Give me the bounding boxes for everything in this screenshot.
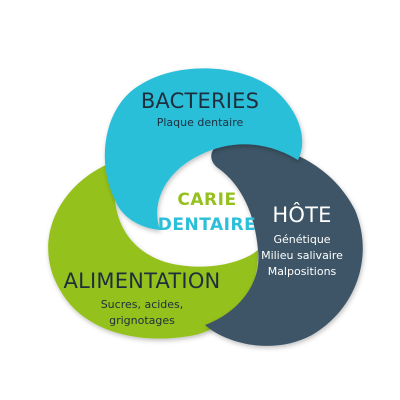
alimentation-segment	[48, 160, 259, 339]
bacteries-title: BACTERIES	[141, 89, 259, 113]
alimentation-subtitle-1: Sucres, acides,	[101, 298, 184, 311]
hote-subtitle-1: Génétique	[273, 233, 330, 246]
hote-subtitle-3: Malpositions	[268, 265, 337, 278]
bacteries-subtitle-1: Plaque dentaire	[157, 116, 244, 129]
hote-title: HÔTE	[272, 202, 331, 227]
center-title-line1: CARIE	[177, 190, 236, 210]
bacteries-segment	[104, 68, 303, 230]
center-title-line2: DENTAIRE	[158, 215, 256, 235]
alimentation-subtitle-2: grignotages	[109, 314, 175, 327]
hote-subtitle-2: Milieu salivaire	[261, 249, 343, 262]
hote-segment	[205, 142, 363, 346]
alimentation-title: ALIMENTATION	[64, 269, 221, 293]
